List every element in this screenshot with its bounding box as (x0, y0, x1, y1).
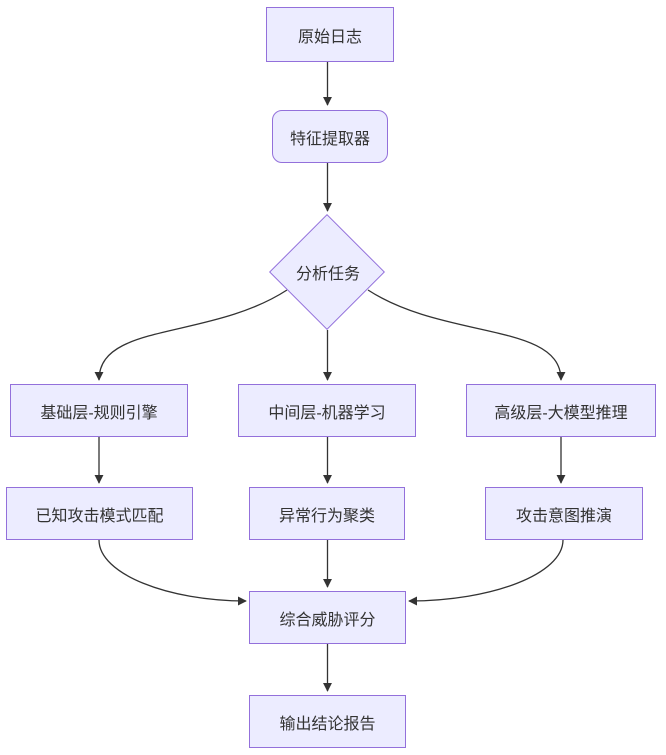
node-feature-extractor: 特征提取器 (272, 110, 388, 163)
node-threat-score: 综合威胁评分 (249, 591, 406, 644)
node-attack-intent: 攻击意图推演 (485, 487, 643, 540)
edge-intent-score (408, 539, 564, 606)
node-raw-log: 原始日志 (266, 7, 394, 62)
node-rule-engine-layer: 基础层-规则引擎 (10, 384, 188, 437)
edge-known-score (98, 539, 247, 606)
node-anomaly-clustering: 异常行为聚类 (249, 487, 405, 540)
edge-task-ruleengine (94, 289, 288, 381)
node-output-report: 输出结论报告 (249, 695, 406, 748)
node-ml-layer: 中间层-机器学习 (238, 384, 416, 437)
edge-task-llm (367, 289, 566, 381)
node-analysis-task: 分析任务 (295, 266, 360, 283)
node-known-attack-matching: 已知攻击模式匹配 (6, 487, 193, 540)
node-llm-layer: 高级层-大模型推理 (466, 384, 656, 437)
